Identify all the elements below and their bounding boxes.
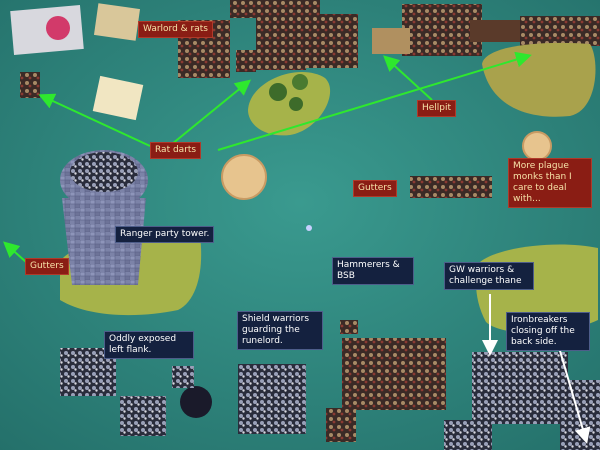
dwarf-unit — [120, 396, 166, 436]
label-gutters-center: Gutters — [353, 180, 397, 197]
label-gw-warriors: GW warriors & challenge thane — [444, 262, 534, 290]
label-rat-darts: Rat darts — [150, 142, 202, 159]
label-ironbreakers: Ironbreakers closing off the back side. — [506, 312, 590, 351]
skaven-unit — [236, 50, 256, 72]
hellpit-abomination — [372, 28, 410, 54]
single-mini — [306, 225, 312, 231]
hammerers — [342, 338, 446, 410]
label-shield-warriors: Shield warriors guarding the runelord. — [237, 311, 323, 350]
blast-template — [522, 131, 552, 161]
label-gutters-left: Gutters — [25, 258, 69, 275]
label-ranger-party-tower: Ranger party tower. — [115, 226, 215, 243]
arrow — [38, 93, 151, 147]
label-oddly-exposed: Oddly exposed left flank. — [104, 331, 194, 359]
skaven-unit — [306, 14, 358, 68]
army-card — [92, 75, 144, 121]
arrow — [383, 55, 433, 101]
dwarf-unit — [340, 320, 358, 334]
label-warlord-rats: Warlord & rats — [138, 21, 213, 38]
label-hammerers-bsb: Hammerers & BSB — [332, 257, 414, 285]
arrow — [217, 51, 532, 151]
skaven-unit — [402, 4, 482, 56]
dwarf-unit — [444, 420, 492, 450]
dwarf-unit — [172, 366, 194, 388]
label-hellpit: Hellpit — [417, 100, 457, 117]
tree — [292, 74, 308, 90]
ranger-party — [70, 152, 138, 192]
blast-template — [221, 154, 267, 200]
dwarf-unit — [326, 408, 356, 442]
gw-warriors — [472, 352, 568, 424]
gutter-runners — [410, 176, 492, 198]
label-more-plague-monks: More plague monks than I care to deal wi… — [508, 158, 592, 208]
tree — [269, 83, 287, 101]
arrow — [557, 343, 591, 444]
skaven-unit — [230, 0, 320, 18]
arrow — [3, 241, 27, 263]
character-base — [180, 386, 212, 418]
skaven-unit — [256, 18, 306, 70]
skaven-unit — [470, 20, 520, 42]
shield-warriors — [238, 364, 306, 434]
skaven-unit — [20, 72, 40, 98]
rule-card — [93, 3, 141, 41]
skaven-unit — [520, 16, 600, 46]
pink-dice — [46, 16, 70, 40]
ironbreakers — [560, 380, 600, 450]
tree — [289, 97, 303, 111]
arrow — [171, 79, 252, 145]
ranger-tower — [62, 198, 146, 285]
